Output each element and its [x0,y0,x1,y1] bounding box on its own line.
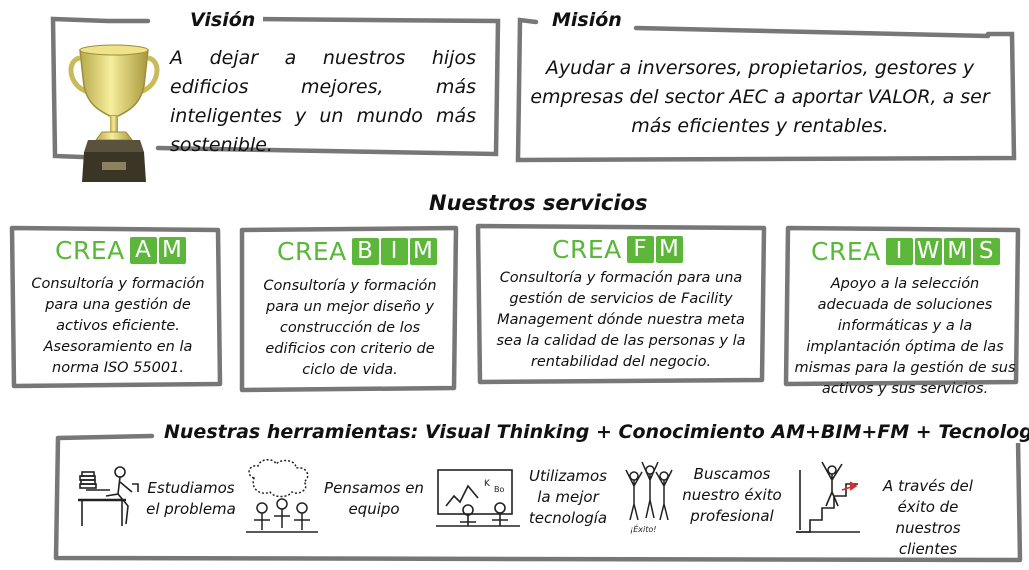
vision-title: Visión [182,9,264,31]
service-card-border [9,225,223,389]
logo-crea-am: CREA A M [55,235,186,265]
logo-tile: I [380,237,408,265]
logo-tile: M [655,235,683,263]
vision-frame [48,16,501,161]
service-card-bim [238,224,460,393]
logo-crea-iwms: CREA I W M S [811,236,1000,266]
service-text-iwms: Apoyo a la selección adecuada de solucio… [794,276,1016,397]
svg-text:K: K [484,479,491,489]
service-card-border [783,225,1021,387]
logo-prefix: CREA [277,236,347,266]
service-text-am: Consultoría y formación para una gestión… [31,276,205,376]
tool-text-study: Estudiamos el problema [146,479,236,518]
trophy-icon [68,44,160,182]
logo-tile: W [914,237,942,265]
tool-text-tech: Utilizamos la mejor tecnología [528,467,608,527]
tool-text-team: Pensamos en equipo [324,479,424,518]
logo-tile: I [885,237,913,265]
logo-tile: A [129,236,157,264]
service-card-fm [474,222,768,385]
logo-tile: S [972,237,1000,265]
success-stairs-icon [796,461,860,533]
logo-tile: M [409,237,437,265]
logo-crea-bim: CREA B I M [277,236,437,266]
svg-text:Bo: Bo [494,485,504,494]
tool-text-clients: A través del éxito de nuestros clientes [883,477,973,558]
logo-prefix: CREA [552,234,622,264]
logo-tile: B [351,237,379,265]
tools-title: Nuestras herramientas: Visual Thinking +… [156,421,1029,443]
service-card-am [8,224,223,389]
team-thinking-icon [246,459,318,533]
logo-prefix: CREA [811,236,881,266]
vision-text: A dejar a nuestros hijos edificios mejor… [170,47,476,156]
logo-tile: M [943,237,971,265]
service-card-border [475,223,767,385]
logo-prefix: CREA [55,235,125,265]
logo-crea-fm: CREA F M [552,234,683,264]
vision-frame-border [50,16,501,161]
svg-text:¡Éxito!: ¡Éxito! [630,523,656,534]
tool-text-success: Buscamos nuestro éxito profesional [682,465,782,525]
mision-frame-border [515,17,1017,163]
logo-tile: F [626,235,654,263]
mision-frame [515,16,1017,163]
services-title: Nuestros servicios [429,191,648,215]
technology-presentation-icon: K Bo [436,469,520,527]
service-text-fm: Consultoría y formación para una gestión… [496,270,746,370]
service-card-border [239,225,459,393]
mision-text: Ayudar a inversores, propietarios, gesto… [530,57,990,137]
service-text-bim: Consultoría y formación para un mejor di… [263,278,437,378]
person-studying-icon [78,466,139,526]
celebration-icon: ¡Éxito! [625,461,673,534]
logo-tile: M [158,236,186,264]
mision-title: Misión [544,9,630,31]
service-card-iwms [782,224,1022,387]
